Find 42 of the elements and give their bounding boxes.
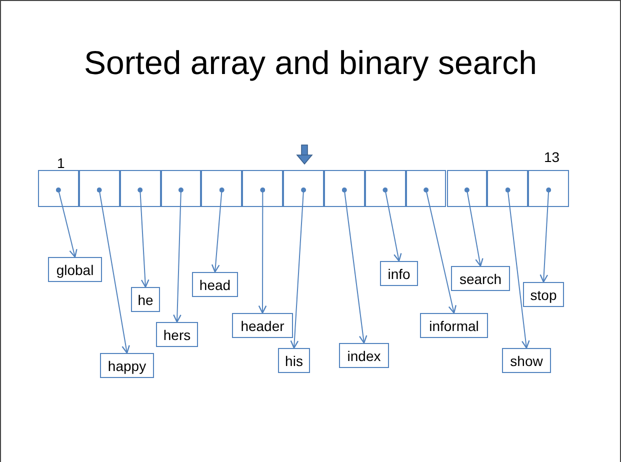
array-cell — [446, 170, 488, 207]
array-cell — [78, 170, 120, 207]
word-box: show — [502, 348, 551, 373]
index-label: 1 — [57, 155, 65, 171]
array-cell — [283, 170, 324, 207]
word-box: header — [232, 313, 293, 338]
word-box: happy — [100, 353, 154, 378]
array-cell — [38, 170, 79, 207]
word-box: hers — [156, 322, 198, 347]
word-box: his — [278, 348, 310, 373]
array-cell — [201, 170, 242, 207]
array-cell — [487, 170, 528, 207]
pointer-arrow — [138, 188, 150, 288]
word-box: search — [451, 266, 510, 291]
slide-title: Sorted array and binary search — [82, 44, 538, 82]
word-box: head — [192, 272, 238, 297]
pointer-arrow — [258, 188, 267, 314]
pointer-arrow — [540, 188, 552, 283]
array-cell — [160, 170, 202, 207]
word-box: informal — [420, 313, 488, 338]
array-cell — [120, 170, 161, 207]
pointer-arrow — [342, 188, 368, 344]
word-box: info — [380, 261, 418, 286]
pointer-arrow — [382, 188, 402, 262]
array-cell — [406, 170, 446, 207]
index-label: 13 — [544, 149, 560, 165]
word-box: index — [339, 343, 389, 368]
pointer-arrow — [505, 188, 530, 349]
pointer-arrow — [464, 188, 484, 267]
pointer-arrow — [96, 188, 130, 354]
array-cell — [324, 170, 365, 207]
array-cell — [364, 170, 406, 207]
pointer-arrow — [211, 188, 224, 273]
word-box: stop — [523, 282, 564, 307]
array-cell — [242, 170, 284, 207]
pointer-arrow — [424, 188, 456, 314]
word-box: global — [48, 257, 102, 282]
pointer-arrow — [56, 188, 78, 258]
array-cell — [528, 170, 570, 207]
pointer-arrow — [173, 188, 184, 323]
word-box: he — [131, 287, 160, 312]
pointer-arrow — [290, 188, 306, 349]
